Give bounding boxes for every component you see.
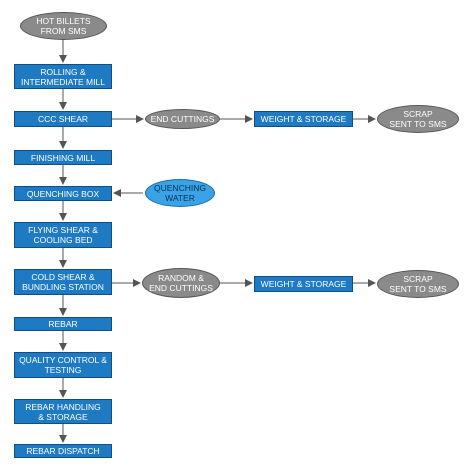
node-cold-shear: COLD SHEAR & BUNDLING STATION xyxy=(14,269,112,295)
node-weight-storage-1: WEIGHT & STORAGE xyxy=(254,111,353,127)
node-finishing-mill: FINISHING MILL xyxy=(14,150,112,165)
node-flying-shear: FLYING SHEAR & COOLING BED xyxy=(14,222,112,248)
node-weight-storage-2: WEIGHT & STORAGE xyxy=(254,276,353,292)
node-quenching-water: QUENCHING WATER xyxy=(145,179,215,207)
node-rolling-mill: ROLLING & INTERMEDIATE MILL xyxy=(14,64,112,89)
node-end-cuttings: END CUTTINGS xyxy=(145,109,220,129)
node-rebar: REBAR xyxy=(14,317,112,331)
node-quenching-box: QUENCHING BOX xyxy=(14,186,112,201)
node-scrap-1: SCRAP SENT TO SMS xyxy=(377,105,459,133)
node-random-end-cuttings: RANDOM & END CUTTINGS xyxy=(142,268,220,298)
node-scrap-2: SCRAP SENT TO SMS xyxy=(377,270,459,298)
node-ccc-shear: CCC SHEAR xyxy=(14,111,112,127)
node-rebar-handling: REBAR HANDLING & STORAGE xyxy=(14,399,112,424)
node-rebar-dispatch: REBAR DISPATCH xyxy=(14,444,112,458)
node-hot-billets: HOT BILLETS FROM SMS xyxy=(20,12,107,40)
node-quality-control: QUALITY CONTROL & TESTING xyxy=(14,352,112,378)
